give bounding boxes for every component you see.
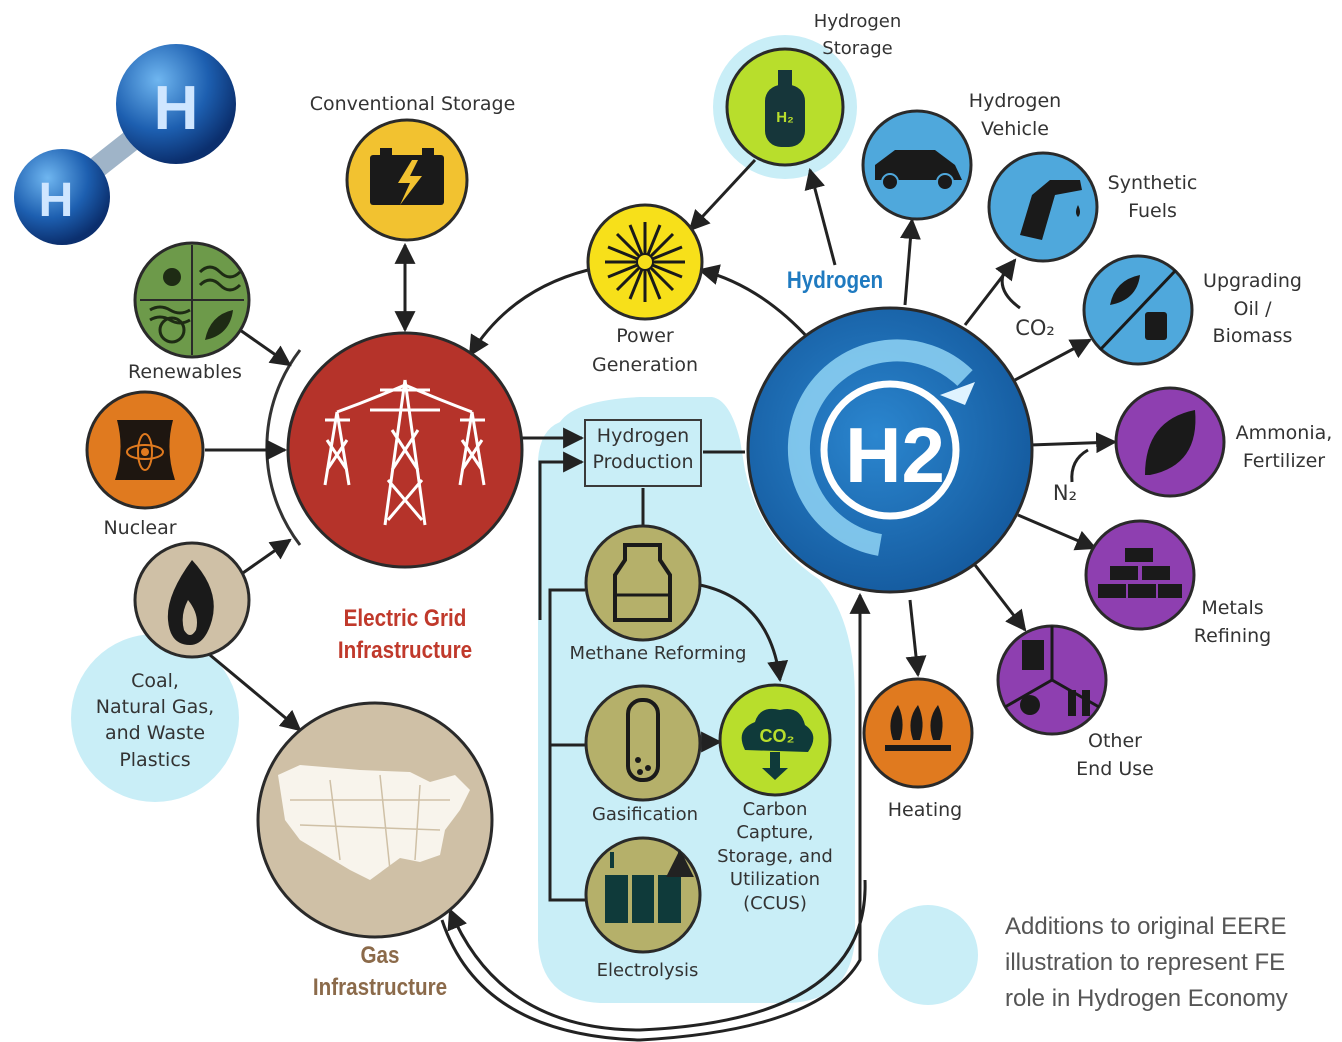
- hub-h2-label: H2: [845, 411, 945, 499]
- power-generation-node: [586, 203, 704, 321]
- co2-cloud-icon: [741, 708, 814, 752]
- coal-gas-waste-label: Coal, Natural Gas, and Waste Plastics: [95, 670, 215, 771]
- heating-label: Heating: [887, 799, 963, 821]
- renewables-label: Renewables: [128, 361, 242, 383]
- hydrogen-production-box: Hydrogen Production: [584, 419, 702, 487]
- atom-right-label: H: [154, 74, 199, 143]
- gasification-label: Gasification: [591, 804, 699, 825]
- gas-tank-icon: [765, 85, 805, 147]
- leaf-icon: [205, 310, 233, 340]
- hydrogen-storage-node: H₂: [725, 47, 845, 167]
- n2-input-label: N₂: [1052, 481, 1078, 505]
- renewables-node: [133, 241, 251, 359]
- burner-icon: [885, 705, 951, 751]
- hydrogen-vehicle-node: [861, 109, 973, 221]
- oil-barrel-icon: [1145, 312, 1167, 340]
- gasifier-icon: [626, 698, 660, 782]
- h2-molecule-icon: H H: [14, 44, 236, 245]
- metals-refining-node: [1084, 519, 1196, 631]
- flow-arrows: [205, 158, 1118, 1042]
- tank-h2-label: H₂: [776, 109, 794, 126]
- heating-node: [862, 677, 974, 789]
- ammonia-label: Ammonia, Fertilizer: [1235, 422, 1333, 472]
- methane-reforming-label: Methane Reforming: [569, 643, 747, 664]
- metals-refining-label: Metals Refining: [1193, 597, 1272, 647]
- gas-infrastructure-label: Gas Infrastructure: [312, 942, 448, 1002]
- sun-icon: [163, 268, 181, 286]
- ccus-node: CO₂: [718, 683, 832, 797]
- us-map-icon: [278, 765, 470, 880]
- other-end-use-node: [996, 624, 1108, 736]
- mortar-icon: [1020, 695, 1040, 715]
- nuclear-label: Nuclear: [103, 517, 177, 539]
- hydrogen-label: Hydrogen: [786, 267, 884, 294]
- gas-infrastructure-node: [256, 701, 494, 939]
- legend-note: Additions to original EERE illustration …: [1005, 913, 1288, 1012]
- fertilizer-leaf-icon: [1145, 410, 1196, 475]
- other-end-use-label: Other End Use: [1076, 730, 1154, 780]
- factory-icon: [1022, 640, 1044, 670]
- electrolyzer-icon: [605, 875, 681, 923]
- cloud-co2-label: CO₂: [760, 726, 795, 746]
- electrolysis-node: [584, 838, 700, 954]
- ammonia-node: [1114, 386, 1226, 498]
- upgrading-label: Upgrading Oil / Biomass: [1203, 270, 1302, 348]
- fossil-fuel-node: [133, 541, 251, 659]
- test-tube-icon: [1068, 690, 1076, 716]
- atom-left-label: H: [39, 174, 74, 227]
- conventional-storage-label: Conventional Storage: [309, 93, 516, 115]
- hydrogen-hub-node: H2: [746, 306, 1034, 594]
- car-icon: [875, 150, 962, 180]
- transmission-tower-icon: [323, 379, 486, 526]
- electric-grid-node: [286, 331, 524, 569]
- synthetic-fuels-label: Synthetic Fuels: [1107, 172, 1198, 222]
- water-icon: [149, 305, 191, 325]
- upgrading-node: [1082, 254, 1194, 366]
- electrolysis-label: Electrolysis: [596, 960, 699, 981]
- legend-highlight-swatch: [878, 905, 978, 1005]
- hydrogen-vehicle-label: Hydrogen Vehicle: [968, 90, 1062, 140]
- gasification-node: [584, 684, 702, 802]
- electric-grid-label: Electric Grid Infrastructure: [337, 605, 473, 665]
- biomass-leaf-icon: [1110, 275, 1140, 305]
- nuclear-node: [85, 390, 205, 510]
- ccus-label: Carbon Capture, Storage, and Utilization…: [717, 799, 833, 914]
- metal-ingots-icon: [1098, 548, 1182, 598]
- methane-reforming-node: [584, 524, 702, 642]
- co2-input-label: CO₂: [1015, 316, 1055, 340]
- geothermal-icon: [158, 316, 186, 344]
- reformer-icon: [613, 543, 672, 622]
- synthetic-fuels-node: [987, 151, 1099, 263]
- coal-gas-highlight: [71, 634, 239, 802]
- fuel-nozzle-icon: [1020, 180, 1082, 240]
- hydrogen-storage-label: Hydrogen Storage: [813, 11, 902, 59]
- power-generation-label: Power Generation: [592, 325, 698, 377]
- conventional-storage-node: [345, 118, 469, 242]
- wind-icon: [198, 265, 242, 292]
- flame-icon: [167, 560, 214, 645]
